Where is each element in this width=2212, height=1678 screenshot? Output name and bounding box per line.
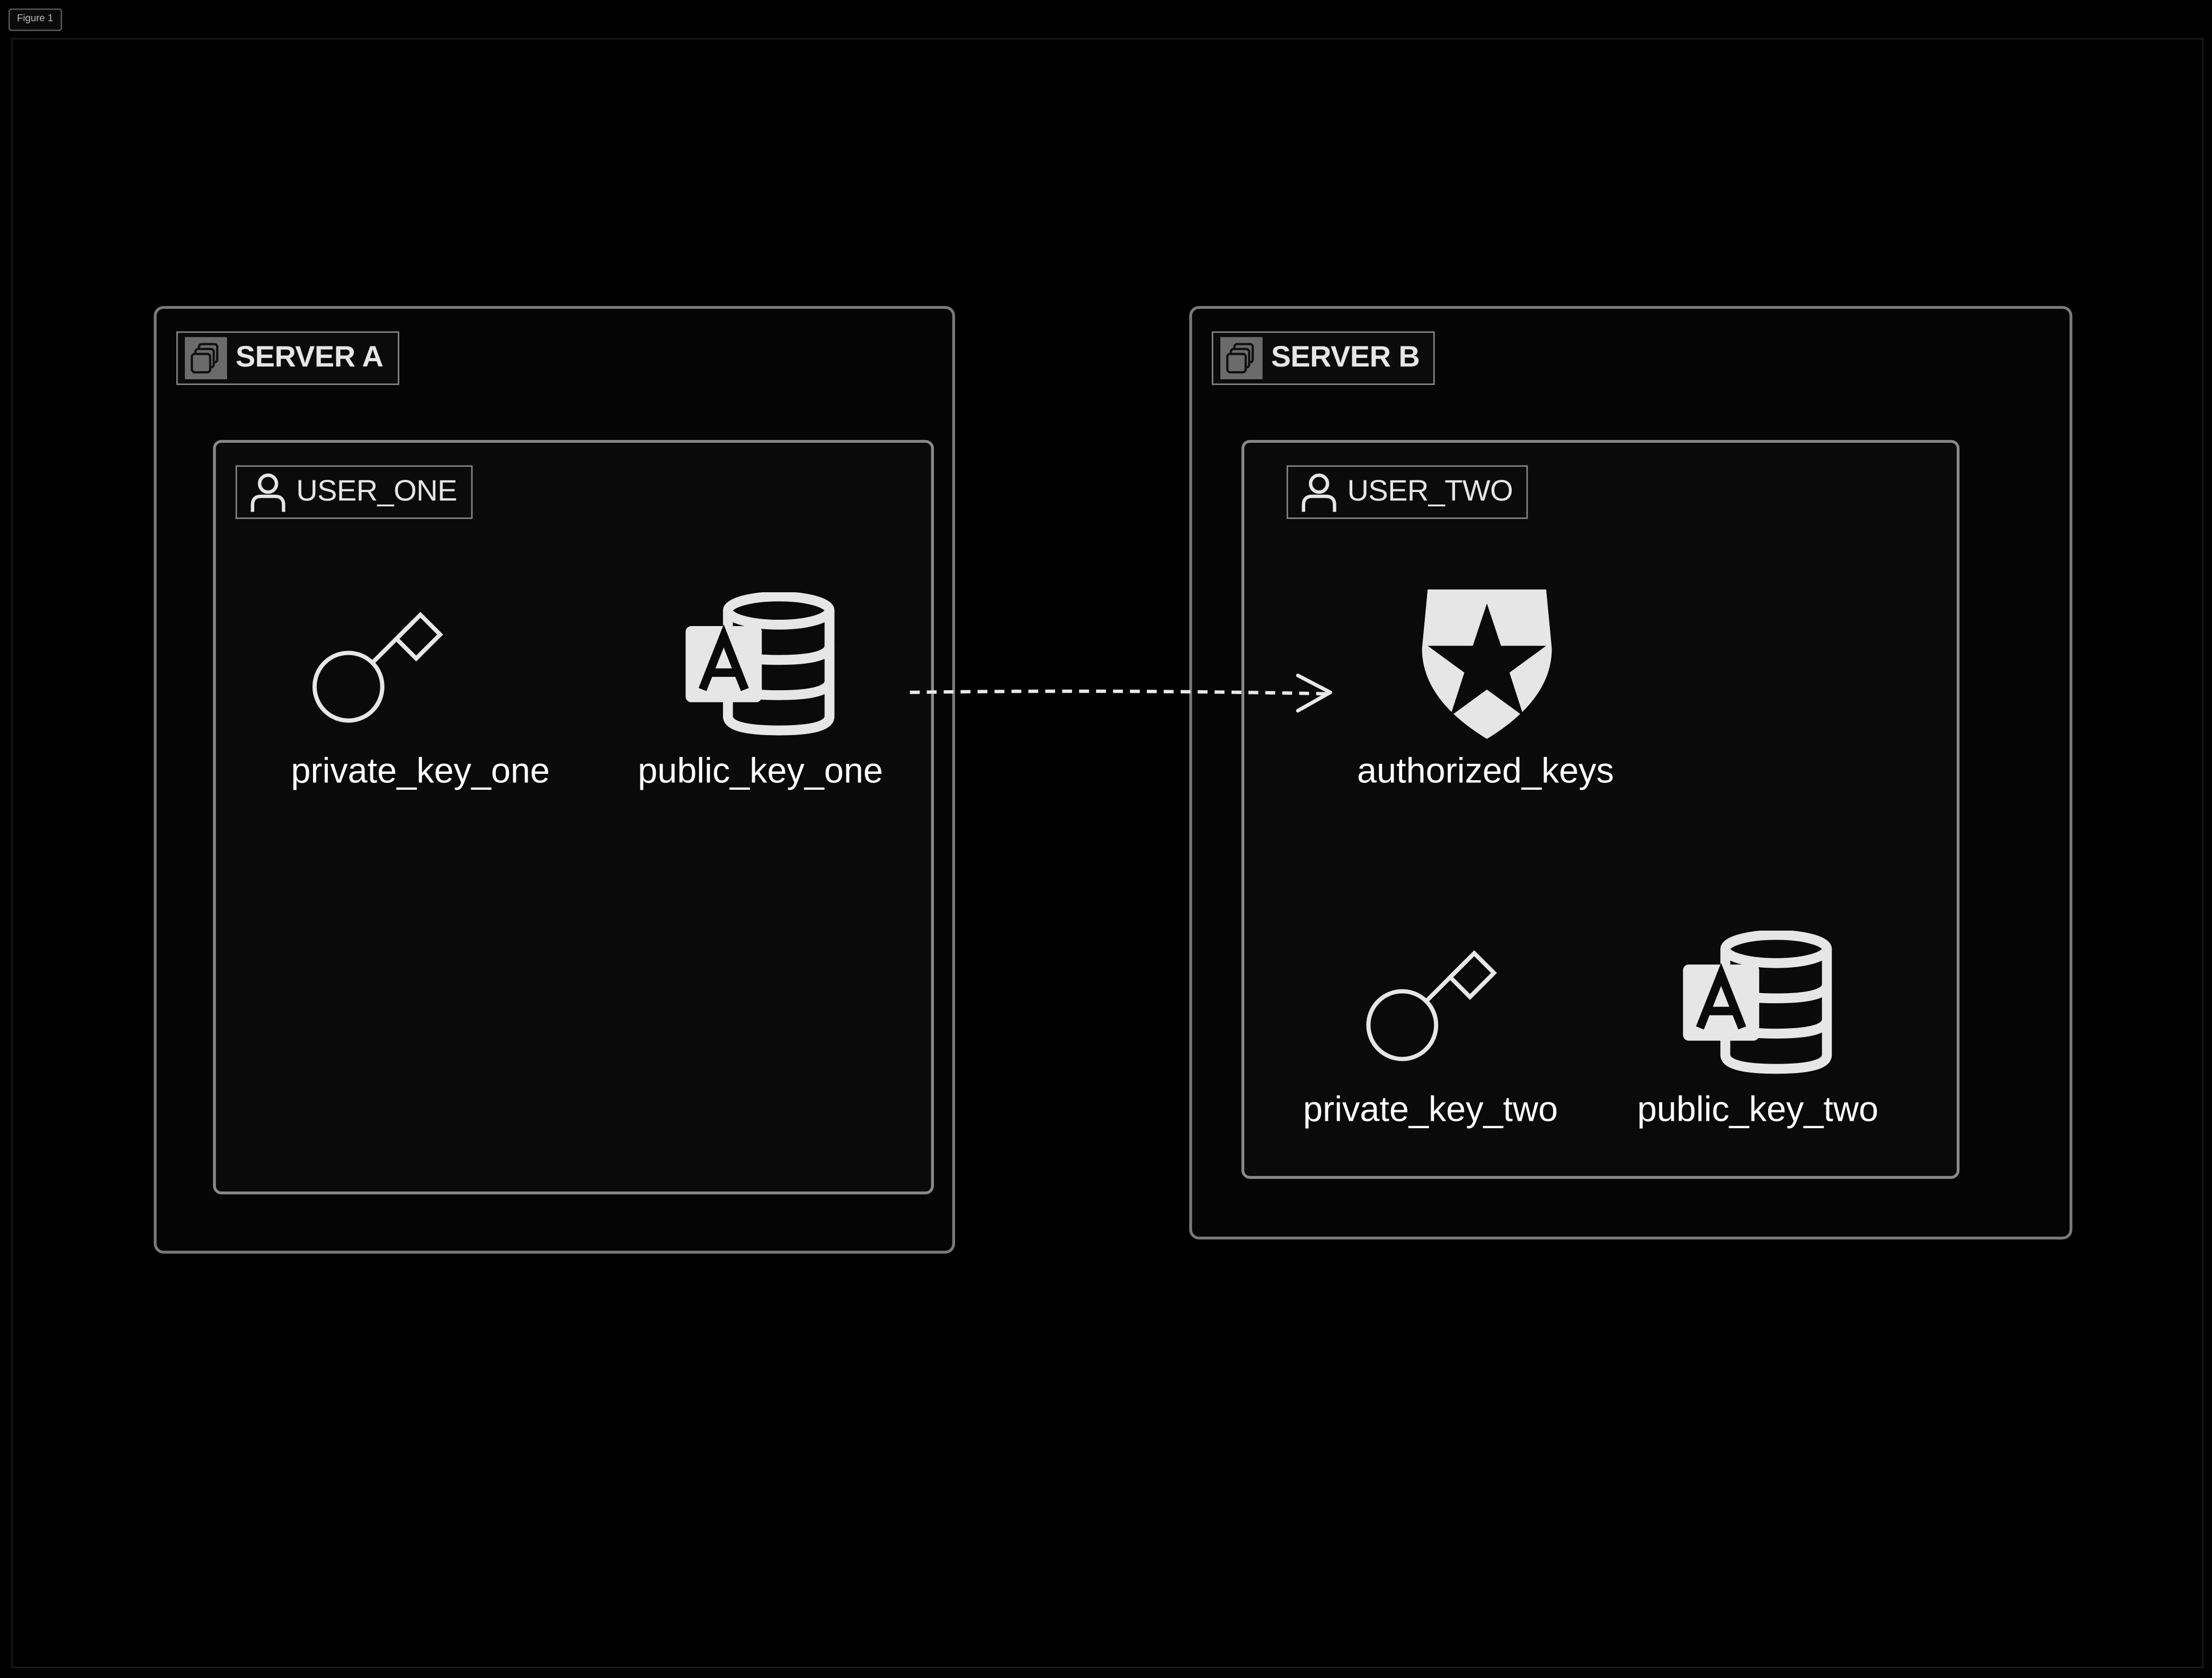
figure-label: Figure 1 xyxy=(8,8,62,31)
user-one-tag: USER_ONE xyxy=(235,465,473,519)
database-letter-a-icon[interactable] xyxy=(684,592,840,739)
user-two-title: USER_TWO xyxy=(1347,475,1513,508)
key-icon[interactable] xyxy=(1357,932,1498,1066)
server-a-title: SERVER A xyxy=(235,341,383,374)
shield-star-icon[interactable] xyxy=(1419,589,1555,742)
dashed-edge-line xyxy=(909,689,1326,695)
server-instance-icon xyxy=(184,337,227,380)
server-instance-icon xyxy=(1220,337,1263,380)
key-icon[interactable] xyxy=(304,594,444,728)
user-icon xyxy=(1301,473,1336,512)
database-letter-a-icon[interactable] xyxy=(1682,931,1837,1077)
public-key-one-label[interactable]: public_key_one xyxy=(638,751,883,791)
server-b-title: SERVER B xyxy=(1271,341,1420,374)
server-a-tag: SERVER A xyxy=(176,331,399,385)
user-icon xyxy=(251,473,286,512)
private-key-two-label[interactable]: private_key_two xyxy=(1303,1090,1558,1130)
server-b-tag: SERVER B xyxy=(1211,331,1435,385)
private-key-one-label[interactable]: private_key_one xyxy=(291,751,550,791)
user-one-group[interactable] xyxy=(213,440,934,1194)
arrowhead xyxy=(1296,673,1332,713)
public-key-two-label[interactable]: public_key_two xyxy=(1637,1090,1879,1130)
user-two-tag: USER_TWO xyxy=(1286,465,1529,519)
authorized-keys-label[interactable]: authorized_keys xyxy=(1357,751,1614,791)
user-one-title: USER_ONE xyxy=(296,475,457,508)
figure-frame xyxy=(11,38,2204,1668)
user-two-group[interactable] xyxy=(1241,440,1960,1179)
